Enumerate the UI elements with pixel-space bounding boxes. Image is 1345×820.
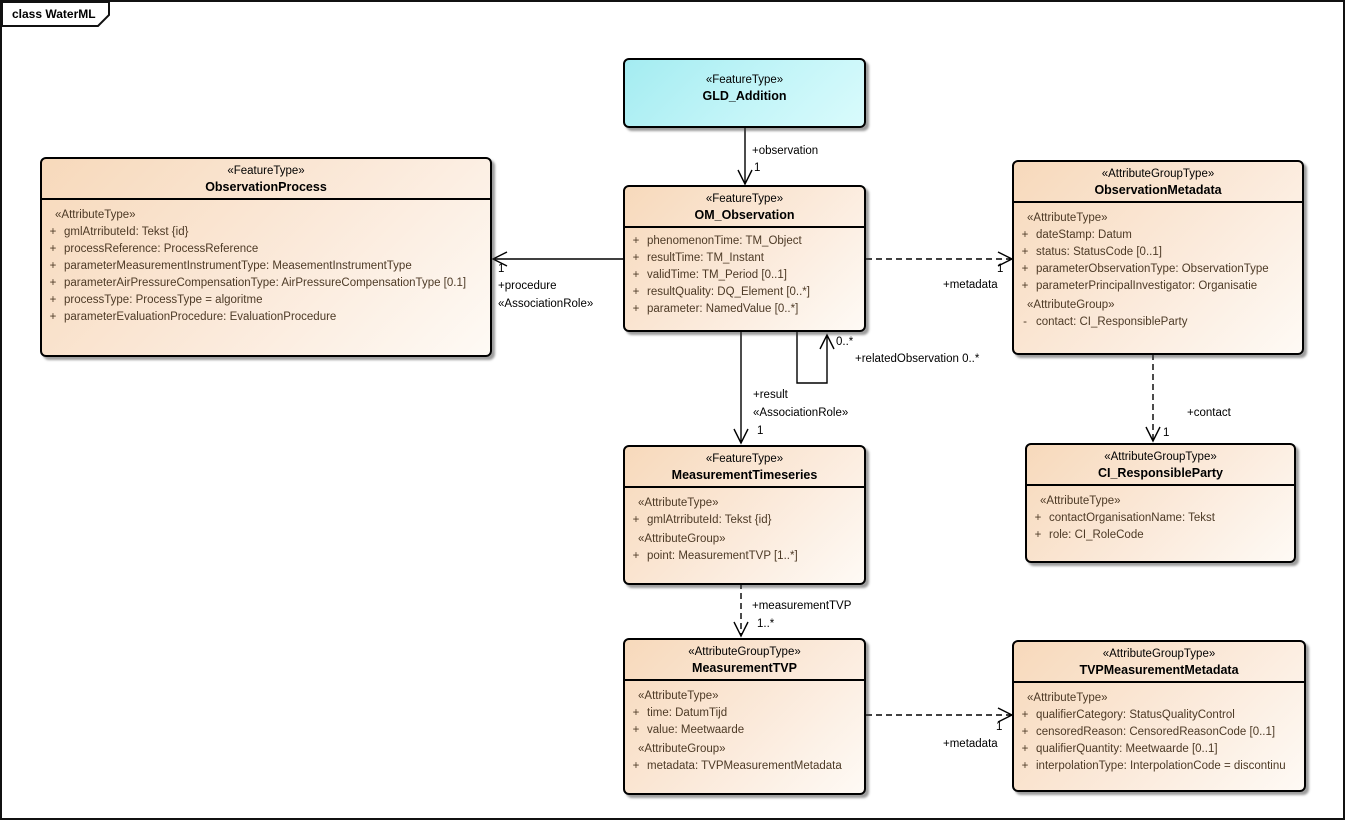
attributes-compartment: «AttributeType» +time: DatumTijd +value: M… [625, 679, 864, 779]
section-stereotype: «AttributeType» [638, 690, 719, 702]
attribute-row: +value: Meetwaarde [632, 724, 745, 736]
class-name: TVPMeasurementMetadata [1079, 663, 1239, 677]
attribute-row: +processType: ProcessType = algoritme [49, 294, 263, 306]
edge-label-metadata-role: +metadata [943, 279, 998, 291]
class-name: GLD_Addition [702, 89, 787, 103]
attribute-row: +status: StatusCode [0..1] [1021, 246, 1162, 258]
edge-label-contact-mult: 1 [1163, 427, 1170, 439]
class-header: «FeatureType» MeasurementTimeseries [625, 447, 864, 486]
edge-label-related-observation-role: +relatedObservation 0..* [855, 353, 980, 365]
class-observation-metadata[interactable]: «AttributeGroupType» ObservationMetadata… [1012, 160, 1304, 355]
class-ci-responsible-party[interactable]: «AttributeGroupType» CI_ResponsibleParty… [1025, 443, 1296, 563]
class-header: «FeatureType» ObservationProcess [42, 159, 490, 198]
class-measurement-timeseries[interactable]: «FeatureType» MeasurementTimeseries «Att… [623, 445, 866, 585]
edge-label-observation-mult: 1 [754, 162, 761, 174]
diagram-frame-label: class WaterML [12, 7, 96, 21]
attributes-compartment: «AttributeType» +gmlAtrributeId: Tekst {i… [42, 198, 490, 330]
section-stereotype: «AttributeGroup» [638, 533, 726, 545]
attribute-row: +time: DatumTijd [632, 707, 728, 719]
section-stereotype: «AttributeType» [55, 209, 136, 221]
edge-label-result-mult: 1 [757, 425, 764, 437]
class-header: «FeatureType» OM_Observation [625, 187, 864, 226]
edge-label-result-stereotype: «AssociationRole» [753, 407, 849, 419]
attribute-row: +gmlAtrributeId: Tekst {id} [49, 226, 189, 238]
attribute-row: +resultTime: TM_Instant [632, 252, 764, 264]
section-stereotype: «AttributeType» [1040, 495, 1121, 507]
edge-label-contact-role: +contact [1187, 407, 1231, 419]
attribute-row: +parameter: NamedValue [0..*] [632, 303, 799, 315]
class-stereotype: «AttributeGroupType» [1102, 648, 1216, 660]
edge-label-tvp-metadata-mult: 1 [996, 721, 1003, 733]
class-header: «FeatureType» GLD_Addition [625, 60, 864, 107]
class-stereotype: «FeatureType» [705, 193, 784, 205]
edge-label-result-role: +result [753, 389, 788, 401]
class-stereotype: «AttributeGroupType» [1104, 451, 1217, 463]
class-gld-addition[interactable]: «FeatureType» GLD_Addition [623, 58, 866, 128]
attribute-row: +role: CI_RoleCode [1034, 529, 1144, 541]
attribute-row: +contactOrganisationName: Tekst [1034, 512, 1215, 524]
class-header: «AttributeGroupType» MeasurementTVP [625, 640, 864, 679]
class-tvp-measurement-metadata[interactable]: «AttributeGroupType» TVPMeasurementMetad… [1012, 640, 1306, 792]
attribute-row: +interpolationType: InterpolationCode = … [1021, 760, 1286, 772]
frame-tab [2, 2, 110, 27]
attribute-row: +parameterEvaluationProcedure: Evaluatio… [49, 311, 337, 323]
class-name: ObservationProcess [205, 180, 327, 194]
class-stereotype: «FeatureType» [227, 165, 305, 177]
class-header: «AttributeGroupType» ObservationMetadata [1014, 162, 1302, 201]
attribute-row: +metadata: TVPMeasurementMetadata [632, 760, 842, 772]
class-header: «AttributeGroupType» TVPMeasurementMetad… [1014, 642, 1304, 681]
edge-label-related-observation-mult: 0..* [836, 336, 854, 348]
class-stereotype: «AttributeGroupType» [1101, 168, 1215, 180]
class-name: CI_ResponsibleParty [1097, 466, 1224, 480]
class-stereotype: «FeatureType» [705, 453, 784, 465]
attribute-row: +resultQuality: DQ_Element [0..*] [632, 286, 810, 298]
attribute-row: +parameterPrincipalInvestigator: Organis… [1021, 280, 1258, 292]
section-stereotype: «AttributeType» [1027, 692, 1108, 704]
attributes-compartment: «AttributeType» +gmlAtrributeId: Tekst {i… [625, 486, 864, 569]
attribute-row: +gmlAtrributeId: Tekst {id} [632, 514, 772, 526]
class-stereotype: «FeatureType» [705, 74, 784, 86]
edge-label-metadata-mult: 1 [997, 263, 1004, 275]
attribute-row: +dateStamp: Datum [1021, 229, 1132, 241]
edge-label-observation-role: +observation [752, 145, 819, 157]
attributes-compartment: «AttributeType» +contactOrganisationName:… [1027, 484, 1294, 548]
attribute-row: +processReference: ProcessReference [49, 243, 259, 255]
attribute-row: +point: MeasurementTVP [1..*] [632, 550, 798, 562]
section-stereotype: «AttributeGroup» [638, 743, 726, 755]
class-name: MeasurementTVP [692, 661, 797, 675]
edge-label-measurement-tvp-mult: 1..* [757, 618, 775, 630]
attribute-row: +qualifierCategory: StatusQualityControl [1021, 709, 1235, 721]
class-om-observation[interactable]: «FeatureType» OM_Observation +phenomenon… [623, 185, 866, 332]
attribute-row: +qualifierQuantity: Meetwaarde [0..1] [1021, 743, 1218, 755]
section-stereotype: «AttributeType» [1027, 212, 1108, 224]
class-name: OM_Observation [694, 208, 795, 222]
attribute-row: +parameterObservationType: ObservationTy… [1021, 263, 1269, 275]
attribute-row: +parameterMeasurementInstrumentType: Mea… [49, 260, 412, 272]
class-name: ObservationMetadata [1094, 183, 1222, 197]
section-stereotype: «AttributeType» [638, 497, 719, 509]
class-observation-process[interactable]: «FeatureType» ObservationProcess «Attrib… [40, 157, 492, 357]
attribute-row: +parameterAirPressureCompensationType: A… [49, 277, 467, 289]
edge-label-measurement-tvp-role: +measurementTVP [752, 600, 852, 612]
class-measurement-tvp[interactable]: «AttributeGroupType» MeasurementTVP «Att… [623, 638, 866, 795]
class-name: MeasurementTimeseries [671, 468, 818, 482]
attribute-row: +validTime: TM_Period [0..1] [632, 269, 787, 281]
attribute-row: +phenomenonTime: TM_Object [632, 235, 802, 247]
attributes-compartment: +phenomenonTime: TM_Object +resultTime: T… [625, 226, 864, 322]
class-stereotype: «AttributeGroupType» [688, 646, 801, 658]
attribute-row: -contact: CI_ResponsibleParty [1023, 316, 1188, 328]
edge-label-procedure-mult: 1 [498, 263, 505, 275]
section-stereotype: «AttributeGroup» [1027, 299, 1115, 311]
edge-label-tvp-metadata-role: +metadata [943, 738, 998, 750]
attributes-compartment: «AttributeType» +qualifierCategory: Statu… [1014, 681, 1304, 779]
class-header: «AttributeGroupType» CI_ResponsibleParty [1027, 445, 1294, 484]
edge-label-procedure-stereotype: «AssociationRole» [498, 298, 594, 310]
edge-label-procedure-role: +procedure [498, 280, 557, 292]
attributes-compartment: «AttributeType» +dateStamp: Datum +status:… [1014, 201, 1302, 335]
attribute-row: +censoredReason: CensoredReasonCode [0..… [1021, 726, 1276, 738]
